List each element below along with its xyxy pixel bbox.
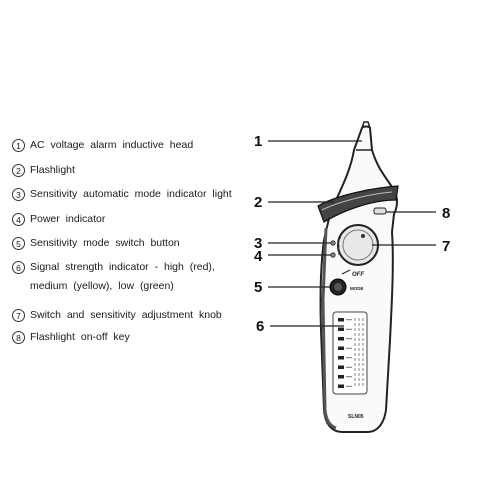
legend-number-3: 3	[12, 188, 25, 201]
knob-ridges	[337, 237, 341, 255]
flashlight-band-highlight	[321, 191, 393, 211]
legend-number-5: 5	[12, 237, 25, 250]
callout-3: 3	[254, 235, 262, 252]
legend-text-5: Sensitivity mode switch button	[30, 237, 180, 249]
legend-item-1: 1 AC voltage alarm inductive head	[12, 138, 193, 153]
off-arrow	[341, 269, 351, 275]
legend-number-2: 2	[12, 164, 25, 177]
signal-led-8	[338, 384, 344, 388]
legend-item-3: 3 Sensitivity automatic mode indicator l…	[12, 187, 232, 202]
mode-button-center	[334, 283, 342, 291]
inductive-tip	[361, 121, 371, 129]
legend-text-4: Power indicator	[30, 213, 106, 225]
callout-5: 5	[254, 279, 262, 296]
signal-led-4	[338, 346, 344, 350]
signal-led-3	[338, 337, 344, 341]
legend-number-8: 8	[12, 331, 25, 344]
legend-item-6: 6 Signal strength indicator - high (red)…	[12, 260, 215, 275]
legend-item-5: 5 Sensitivity mode switch button	[12, 236, 180, 251]
legend-item-8: 8 Flashlight on-off key	[12, 330, 130, 345]
legend-number-7: 7	[12, 309, 25, 322]
legend-text-2: Flashlight	[30, 164, 75, 176]
legend-text-1: AC voltage alarm inductive head	[30, 139, 194, 151]
legend-item-4: 4 Power indicator	[12, 212, 105, 227]
auto-mode-indicator-light	[330, 240, 336, 246]
signal-indicator-bars	[338, 318, 364, 388]
legend-item-6-continued: medium (yellow), low (green)	[30, 279, 174, 294]
legend-text-3: Sensitivity automatic mode indicator lig…	[30, 188, 232, 200]
legend-number-1: 1	[12, 139, 25, 152]
legend-text-7: Switch and sensitivity adjustment knob	[30, 309, 222, 321]
power-indicator-light	[330, 252, 336, 258]
legend-item-2: 2 Flashlight	[12, 163, 75, 178]
legend-item-7: 7 Switch and sensitivity adjustment knob	[12, 308, 222, 323]
knob-indicator-dot	[361, 234, 365, 238]
model-label: SLN05	[348, 414, 364, 420]
legend-text-8: Flashlight on-off key	[30, 331, 130, 343]
signal-led-2	[338, 327, 344, 331]
signal-led-5	[338, 356, 344, 360]
signal-led-1	[338, 318, 344, 322]
callout-8: 8	[442, 205, 450, 222]
legend-number-6: 6	[12, 261, 25, 274]
legend-text-6b: medium (yellow), low (green)	[30, 280, 174, 292]
signal-led-6	[338, 365, 344, 369]
off-label: OFF	[352, 272, 364, 278]
callout-7: 7	[442, 238, 450, 255]
flashlight-key[interactable]	[373, 207, 387, 215]
signal-led-7	[338, 375, 344, 379]
mode-label: MODE	[350, 286, 364, 291]
callout-6: 6	[256, 318, 264, 335]
legend-number-4: 4	[12, 213, 25, 226]
flashlight-band	[317, 185, 399, 223]
callout-1: 1	[254, 133, 262, 150]
callout-2: 2	[254, 194, 262, 211]
legend-text-6: Signal strength indicator - high (red),	[30, 261, 215, 273]
callout-4: 4	[254, 248, 263, 265]
signal-indicator-panel	[332, 311, 368, 395]
side-grip	[321, 227, 337, 430]
